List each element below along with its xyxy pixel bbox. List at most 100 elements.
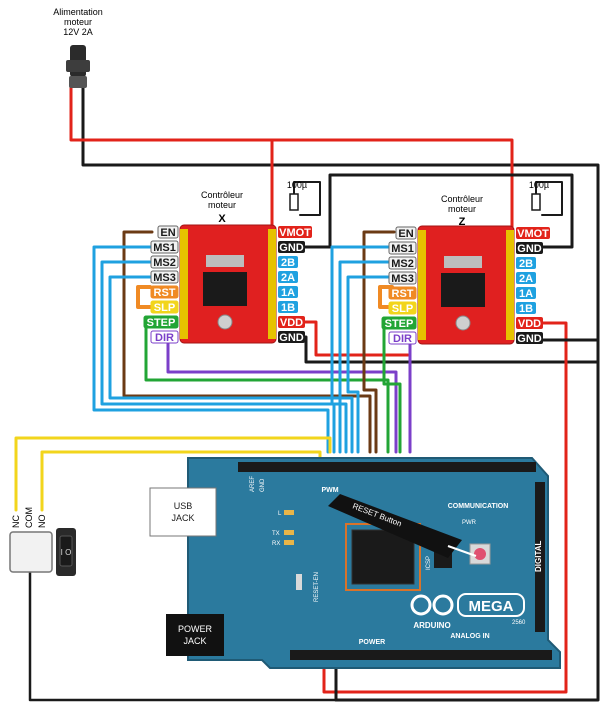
wire-orange-rst-z <box>378 285 394 309</box>
icsp-label: ICSP <box>426 556 432 570</box>
pin-box-slp <box>388 301 417 315</box>
pin-label-gnd: GND <box>517 333 542 345</box>
pin-label-gnd: GND <box>279 242 304 254</box>
capacitor-z-label: 100µ <box>529 180 549 190</box>
pin-box-vmot <box>516 227 550 239</box>
driver-z-pot <box>455 315 471 331</box>
wire-blue-ms3-z <box>346 275 396 454</box>
label-communication: COMMUNICATION <box>448 503 509 510</box>
label-gnd-top: GND <box>260 478 266 492</box>
pin-label-2b: 2B <box>519 258 533 270</box>
pin-label-dir: DIR <box>393 333 412 345</box>
usb-jack-label-1: USB <box>174 501 193 511</box>
pin-label-vmot: VMOT <box>517 228 549 240</box>
pin-label-ms3: MS3 <box>153 272 176 284</box>
power-jack-label-1: POWER <box>178 624 213 634</box>
usb-jack-label-2: JACK <box>171 513 194 523</box>
pin-label-en: EN <box>160 227 175 239</box>
switch-body <box>9 531 53 573</box>
led-rx-label: RX <box>272 541 280 547</box>
power-supply-label-2: moteur <box>64 17 92 27</box>
driver-z-axis: Z <box>459 216 466 228</box>
driver-z-pins-right <box>506 230 514 340</box>
pin-label-step: STEP <box>147 317 176 329</box>
pin-label-1a: 1A <box>281 287 295 299</box>
pin-label-2a: 2A <box>281 272 295 284</box>
mega-label: MEGA <box>469 598 514 615</box>
pin-label-2a: 2A <box>519 273 533 285</box>
logo-left-circle <box>410 594 432 616</box>
wire-gnd-x <box>298 173 574 249</box>
pin-box-gnd <box>278 241 305 253</box>
pin-box-ms2 <box>150 255 179 269</box>
atmega-chip <box>351 529 415 585</box>
label-digital: DIGITAL <box>534 540 543 572</box>
wires <box>14 86 600 702</box>
label-pwm: PWM <box>321 487 338 494</box>
wire-orange-rst-x <box>136 285 152 309</box>
pin-label-rst: RST <box>154 287 176 299</box>
pin-box-vmot <box>278 226 312 238</box>
pin-box-vdd <box>516 317 543 329</box>
header-top <box>238 462 536 472</box>
driver-x-pot <box>217 314 233 330</box>
arduino-brand: ARDUINO <box>413 621 450 630</box>
pin-box-ms2 <box>388 256 417 270</box>
pin-box-1b <box>278 301 298 313</box>
pin-box-step <box>381 316 417 330</box>
pin-box-rst <box>388 286 417 300</box>
pin-box-slp <box>150 300 179 314</box>
pin-box-2a <box>516 272 536 284</box>
reset-button-cap <box>474 548 486 560</box>
led-tx-label: TX <box>272 531 280 537</box>
switch-rocker-mark: I O <box>61 548 72 557</box>
capacitor-z <box>531 193 541 211</box>
pin-label-rst: RST <box>392 288 414 300</box>
pin-label-ms1: MS1 <box>391 243 414 255</box>
driver-x: Contrôleur moteur X 100µ ENMS1MS2MS3RSTS… <box>143 180 312 344</box>
pin-label-slp: SLP <box>154 302 175 314</box>
pin-label-step: STEP <box>385 318 414 330</box>
driver-x-title-1: Contrôleur <box>201 190 243 200</box>
switch-label-no: NO <box>37 515 47 529</box>
limit-switch: NC COM NO I O <box>9 507 76 576</box>
led-l <box>284 510 294 515</box>
switch-label-com: COM <box>24 507 34 528</box>
pin-box-step <box>143 315 179 329</box>
pin-box-dir <box>150 330 179 344</box>
pin-box-en <box>157 225 179 239</box>
driver-z-heatsink <box>444 256 482 268</box>
pin-label-vdd: VDD <box>280 317 303 329</box>
driver-x-axis: X <box>218 213 226 225</box>
label-analog-in: ANALOG IN <box>450 633 489 640</box>
wire-switch-black <box>28 570 338 702</box>
driver-z: Contrôleur moteur Z 100µ ENMS1MS2MS3RSTS… <box>381 180 550 345</box>
header-right <box>535 482 545 632</box>
label-aref: AREF <box>250 476 256 492</box>
wire-red-main <box>69 86 514 234</box>
pin-label-gnd: GND <box>517 243 542 255</box>
reset-en-label: RESET-EN <box>314 572 320 602</box>
led-rx <box>284 540 294 545</box>
pin-box-1b <box>516 302 536 314</box>
pin-label-ms1: MS1 <box>153 242 176 254</box>
pin-box-ms3 <box>150 270 179 284</box>
driver-x-chip <box>203 272 247 306</box>
wire-vdd-x <box>298 320 410 357</box>
pin-box-ms1 <box>388 241 417 255</box>
arduino-logo: ARDUINO MEGA 2560 <box>410 593 526 630</box>
pin-box-gnd <box>516 332 543 344</box>
pin-label-slp: SLP <box>392 303 413 315</box>
led-l-label: L <box>278 511 282 517</box>
driver-x-pins-right <box>268 229 276 339</box>
pin-label-1b: 1B <box>519 303 533 315</box>
mega-number: 2560 <box>512 620 526 626</box>
driver-z-pins-left <box>418 230 426 340</box>
pwr-led-label: PWR <box>462 520 477 526</box>
pin-label-en: EN <box>398 228 413 240</box>
